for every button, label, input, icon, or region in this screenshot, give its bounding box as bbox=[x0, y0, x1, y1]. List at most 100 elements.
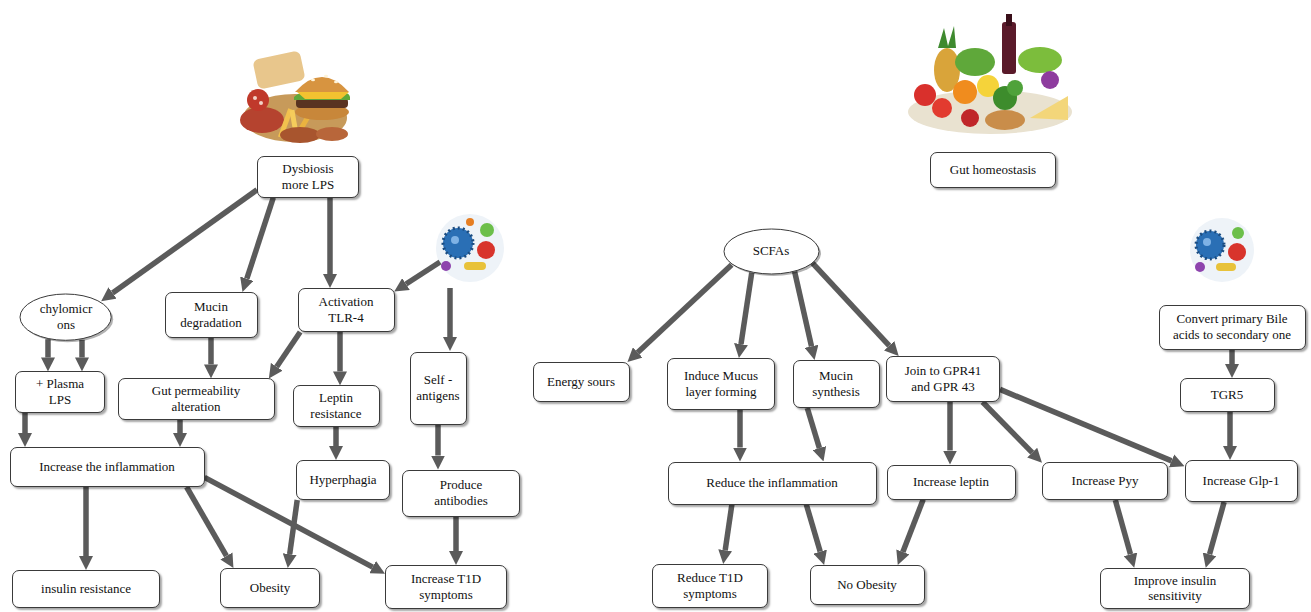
flow-arrow bbox=[725, 505, 732, 551]
sesame bbox=[334, 81, 338, 83]
microbe-arrow bbox=[447, 288, 453, 337]
chicken-wing bbox=[280, 127, 320, 143]
flow-arrow bbox=[22, 413, 28, 433]
process-box: No Obesity bbox=[810, 565, 925, 605]
flow-arrow bbox=[337, 332, 343, 371]
flow-arrow bbox=[435, 425, 441, 456]
node-text: Convert primary Bile acids to secondary … bbox=[1165, 311, 1300, 342]
flow-arrow bbox=[83, 487, 89, 556]
node-text: Increase Pyy bbox=[1072, 473, 1139, 489]
node-text: Join to GPR41 and GPR 43 bbox=[896, 363, 991, 394]
flow-arrow bbox=[45, 339, 51, 357]
flow-arrow bbox=[290, 500, 298, 554]
virus bbox=[443, 228, 473, 258]
chicken-wing bbox=[316, 127, 348, 141]
node-text: Increase T1D symptoms bbox=[404, 571, 489, 602]
coccus bbox=[1195, 262, 1205, 272]
process-box: Mucin synthesis bbox=[793, 360, 880, 408]
bread bbox=[985, 110, 1025, 130]
pineapple-leaves bbox=[938, 26, 956, 48]
bottle-neck bbox=[1006, 14, 1012, 26]
node-text: Induce Mucus layer forming bbox=[679, 368, 764, 399]
process-box: TGR5 bbox=[1180, 378, 1275, 412]
node-text: Gut permeability alteration bbox=[141, 383, 251, 414]
node-text: Mucin synthesis bbox=[806, 368, 866, 399]
broccoli bbox=[1007, 80, 1023, 96]
process-box: Dysbiosis more LPS bbox=[257, 156, 359, 197]
flow-arrow bbox=[638, 265, 732, 353]
bacterium bbox=[1232, 227, 1244, 239]
flow-arrow bbox=[1210, 502, 1225, 554]
ellipse-node: chylomicr ons bbox=[19, 293, 112, 341]
icon-ground bbox=[1190, 218, 1254, 282]
flow-arrow bbox=[453, 517, 459, 552]
greens bbox=[1018, 47, 1062, 73]
process-box: Gut homeostasis bbox=[930, 152, 1056, 188]
flow-arrow bbox=[1115, 500, 1130, 554]
bacterium bbox=[480, 223, 494, 237]
node-text: Leptin resistance bbox=[306, 390, 366, 421]
process-box: Energy sours bbox=[533, 362, 630, 402]
pepper bbox=[953, 80, 977, 104]
virus-spot bbox=[1203, 238, 1211, 246]
flow-arrow bbox=[807, 408, 819, 448]
flow-arrow bbox=[806, 505, 820, 552]
microbe-arrow bbox=[406, 262, 440, 284]
process-box: Reduce T1D symptoms bbox=[652, 564, 768, 608]
coccus bbox=[466, 218, 474, 226]
flow-arrow bbox=[333, 427, 339, 446]
node-text: insulin resistance bbox=[41, 581, 131, 597]
flow-arrow bbox=[1227, 412, 1233, 446]
flow-arrow bbox=[983, 402, 1033, 453]
flow-arrow bbox=[947, 402, 953, 451]
flow-arrow bbox=[903, 500, 923, 552]
salami bbox=[247, 89, 269, 111]
process-box: Reduce the inflammation bbox=[668, 462, 877, 505]
cheese bbox=[297, 92, 349, 99]
node-text: Energy sours bbox=[547, 374, 615, 390]
bacillus bbox=[464, 262, 486, 270]
flow-arrow bbox=[113, 190, 257, 293]
node-text: SCFAs bbox=[753, 243, 790, 259]
coccus bbox=[441, 261, 451, 271]
process-box: Self - antigens bbox=[410, 352, 467, 425]
healthy-food-illustration bbox=[908, 14, 1072, 134]
node-text: Reduce T1D symptoms bbox=[670, 570, 750, 601]
process-box: insulin resistance bbox=[12, 570, 160, 608]
process-box: Activation TLR-4 bbox=[298, 288, 395, 332]
flow-arrow bbox=[177, 420, 183, 433]
bacterium bbox=[477, 241, 495, 259]
process-box: Join to GPR41 and GPR 43 bbox=[886, 356, 1000, 402]
node-text: Reduce the inflammation bbox=[706, 475, 837, 491]
flow-arrow bbox=[795, 272, 812, 347]
process-box: Improve insulin sensitivity bbox=[1100, 568, 1250, 609]
process-box: Produce antibodies bbox=[402, 470, 520, 517]
virus bbox=[1196, 231, 1224, 259]
ellipse-shape bbox=[724, 229, 819, 274]
flow-arrow bbox=[327, 198, 333, 274]
node-text: Increase Glp-1 bbox=[1203, 473, 1280, 489]
flow-arrow bbox=[1229, 350, 1235, 365]
node-text: Obesity bbox=[250, 580, 290, 596]
flow-arrow bbox=[79, 340, 85, 358]
process-box: Induce Mucus layer forming bbox=[667, 358, 775, 410]
sesame bbox=[311, 79, 315, 81]
ellipse-shape bbox=[20, 294, 111, 340]
flow-arrow bbox=[277, 332, 300, 367]
process-box: Hyperphagia bbox=[296, 460, 390, 500]
junk-food-illustration bbox=[240, 50, 350, 143]
node-text: + Plasma LPS bbox=[33, 376, 88, 407]
salami-fat bbox=[253, 96, 257, 100]
salami-fat bbox=[259, 101, 263, 105]
process-box: Increase the inflammation bbox=[10, 447, 205, 487]
node-text: Hyperphagia bbox=[309, 472, 376, 488]
node-text: Mucin degradation bbox=[174, 299, 249, 330]
wine-bottle bbox=[1002, 22, 1016, 74]
node-text: Increase leptin bbox=[913, 474, 989, 490]
node-text: Activation TLR-4 bbox=[314, 294, 379, 325]
node-text: Increase the inflammation bbox=[39, 459, 175, 475]
meat-slice bbox=[240, 107, 284, 133]
lettuce bbox=[955, 48, 995, 76]
process-box: Increase T1D symptoms bbox=[385, 565, 507, 609]
virus-spot bbox=[451, 236, 459, 244]
